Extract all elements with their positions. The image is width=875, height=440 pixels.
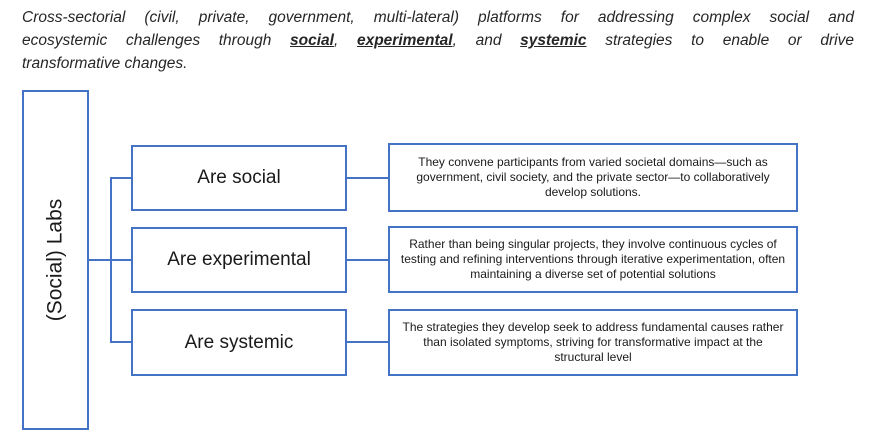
intro-paragraph: Cross-sectorial (civil, private, governm…	[22, 6, 854, 75]
keyword-experimental: experimental	[356, 32, 453, 49]
description-experimental: Rather than being singular projects, the…	[388, 226, 798, 293]
description-systemic: The strategies they develop seek to addr…	[388, 309, 798, 376]
intro-line2-text-4: strategies to enable or drive	[586, 32, 854, 49]
root-box-label: (Social) Labs	[43, 198, 67, 322]
intro-line2-text-3: , and	[452, 32, 521, 49]
description-social: They convene participants from varied so…	[388, 143, 798, 212]
connector-social-desc	[347, 177, 388, 179]
connector-stub-experimental	[110, 259, 131, 261]
node-are-experimental: Are experimental	[131, 227, 347, 293]
connector-stub-systemic	[110, 341, 131, 343]
connector-root-stub	[89, 259, 111, 261]
keyword-social: social	[290, 32, 334, 49]
intro-line2-text-1: ecosystemic challenges through	[22, 32, 291, 49]
node-are-social: Are social	[131, 145, 347, 211]
description-systemic-text: The strategies they develop seek to addr…	[402, 320, 784, 364]
node-are-systemic: Are systemic	[131, 309, 347, 376]
connector-stub-social	[110, 177, 131, 179]
description-social-text: They convene participants from varied so…	[416, 155, 770, 199]
connector-experimental-desc	[347, 259, 388, 261]
node-are-social-label: Are social	[197, 167, 281, 188]
node-are-systemic-label: Are systemic	[184, 331, 294, 353]
intro-line-2: ecosystemic challenges through social, e…	[22, 29, 854, 52]
intro-line-1: Cross-sectorial (civil, private, governm…	[22, 9, 854, 26]
intro-line-3: transformative changes.	[22, 55, 188, 72]
root-box-social-labs: (Social) Labs	[22, 90, 89, 430]
keyword-systemic: systemic	[520, 32, 587, 49]
connector-systemic-desc	[347, 341, 388, 343]
intro-line2-text-2: ,	[333, 32, 357, 49]
node-are-experimental-label: Are experimental	[167, 249, 311, 270]
description-experimental-text: Rather than being singular projects, the…	[400, 237, 786, 281]
